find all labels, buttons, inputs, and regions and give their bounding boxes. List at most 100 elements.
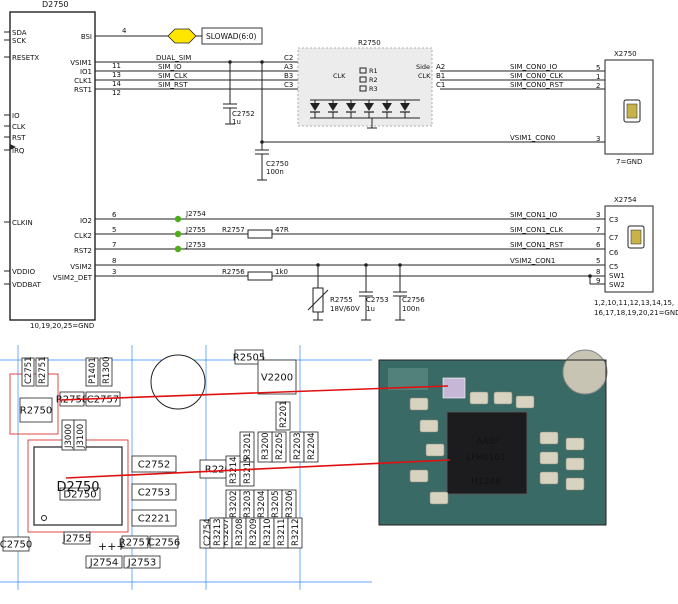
conn2-pin-8: 8 (596, 268, 600, 276)
callout-line-filter (59, 385, 449, 401)
layout-part (99, 357, 113, 387)
layout-part-label: R2751 (38, 356, 48, 384)
r2755-ref: R2755 (330, 296, 353, 304)
layout-part-label: R2757 (119, 538, 151, 549)
bus-symbol (167, 28, 197, 44)
conn2-pin-6: 6 (596, 241, 601, 249)
conn2-pin-9: 9 (596, 277, 600, 285)
conn1-note: 7=GND (616, 158, 642, 166)
conn2-pin-7: 7 (596, 226, 600, 234)
layout-part (73, 419, 87, 451)
filter-name: R2750 (358, 39, 381, 47)
layout-part-label: R3213 (213, 518, 223, 546)
conn2-note-2: 16,17,18,19,20,21=GND (594, 309, 678, 317)
filter-pin-b3: B3 (284, 72, 293, 80)
pin-vsim2-det: VSIM2_DET (53, 274, 93, 282)
net-sim-con1-clk: SIM_CON1_CLK (510, 226, 563, 234)
tvs-diode (400, 103, 410, 111)
ic-body (9, 11, 96, 321)
filter-pin-b1: B1 (436, 72, 445, 80)
filter-pin-c1: C1 (436, 81, 445, 89)
layout-part-label: R3200 (261, 432, 271, 460)
layout-part (234, 349, 264, 365)
layout-part (123, 555, 161, 569)
layout-part-label: D2750 (63, 490, 96, 501)
layout-part-label: R3212 (291, 518, 301, 546)
layout-part-label: V2200 (261, 373, 293, 384)
net-sim-rst: SIM_RST (158, 81, 188, 89)
layout-part-label: J3000 (64, 424, 74, 449)
layout-part (35, 357, 49, 387)
photo-frame (378, 359, 607, 526)
c2752-ref: C2752 (232, 110, 255, 118)
ic-ground-note: 10,19,20,25=GND (30, 322, 94, 330)
r2755-value: 18V/60V (330, 305, 360, 313)
layout-part-label: R3201 (243, 432, 253, 460)
pin-rst1: RST1 (74, 86, 92, 94)
pcb-photo: AA8F LFH0101 H1248 (378, 349, 608, 526)
filter-clk-left: CLK (333, 72, 346, 80)
layout-part-label: R2204 (307, 432, 317, 460)
pin-num-vsim2-det: 3 (112, 268, 116, 276)
pin-vddio: VDDIO (12, 268, 36, 276)
layout-part-label: C2756 (148, 538, 180, 549)
filter-r2: R2 (369, 76, 378, 84)
layout-part-label: R3207 (221, 518, 231, 546)
filter-clk-right: CLK (418, 72, 431, 80)
tvs-diode (310, 103, 320, 111)
pin-sck: SCK (12, 37, 26, 45)
net-sim-con0-rst: SIM_CON0_RST (510, 81, 564, 89)
layout-part-label: R3209 (249, 518, 259, 546)
callout-line-ic (65, 459, 451, 479)
layout-part-label: J2753 (127, 558, 156, 569)
layout-part-label: C2757 (87, 395, 119, 406)
layout-part-label: R2203 (293, 432, 303, 460)
pin-vsim2: VSIM2 (70, 263, 92, 271)
layout-part-label: R3208 (235, 518, 245, 546)
tvs-diode (364, 103, 374, 111)
filter-r1: R1 (369, 67, 378, 75)
layout-part-label: J3100 (76, 424, 86, 449)
filter-side: Side (416, 63, 430, 71)
bus-label-box (201, 27, 263, 45)
conn2-note-1: 1,2,10,11,12,13,14,15, (594, 299, 674, 307)
photo-passive (409, 397, 429, 411)
j2753-label: J2753 (185, 241, 206, 249)
c2750-ref: C2750 (266, 160, 289, 168)
pin-sda: SDA (12, 29, 27, 37)
layout-part (19, 397, 53, 423)
layout-part-label: P1401 (88, 357, 98, 384)
pin-io2: IO2 (80, 217, 92, 225)
photo-passive (565, 457, 585, 471)
layout-plus-marks: +++ (98, 540, 126, 553)
layout-part-label: J2755 (62, 534, 91, 545)
layout-part-label: C2752 (138, 460, 170, 471)
conn1-pin-2: 2 (596, 82, 600, 90)
photo-passive (539, 471, 559, 485)
photo-passive (539, 451, 559, 465)
schematic: D2750 SDA SCK RESETX IO CLK RST IRQ CLKI… (4, 0, 678, 330)
c2750-symbol (255, 142, 269, 181)
r2756-symbol (247, 271, 273, 281)
layout-part-label: R2201 (279, 400, 289, 428)
filter-r3: R3 (369, 85, 378, 93)
layout-part-label: R3204 (257, 490, 267, 518)
layout-part-label: R3210 (263, 518, 273, 546)
net-sim-con0-io: SIM_CON0_IO (510, 63, 558, 71)
sim-card-icon-2 (627, 225, 645, 249)
layout-part (303, 431, 319, 463)
layout-part-label: R3202 (229, 490, 239, 518)
layout-ic-label: D2750 (56, 480, 99, 495)
layout-part-label: C2750 (0, 540, 32, 551)
layout-part (21, 357, 35, 387)
c2756-ref: C2756 (402, 296, 425, 304)
pin-num-io1: 13 (112, 71, 121, 79)
photo-chip-line-2: LFH0101 (466, 453, 506, 463)
sim-card-icon-1 (623, 99, 641, 123)
r2757-symbol (247, 229, 273, 239)
photo-passive (565, 437, 585, 451)
pin-num-rst2: 7 (112, 241, 116, 249)
conn2-pin-5: 5 (596, 257, 600, 265)
pin-resetx: RESETX (12, 54, 39, 62)
